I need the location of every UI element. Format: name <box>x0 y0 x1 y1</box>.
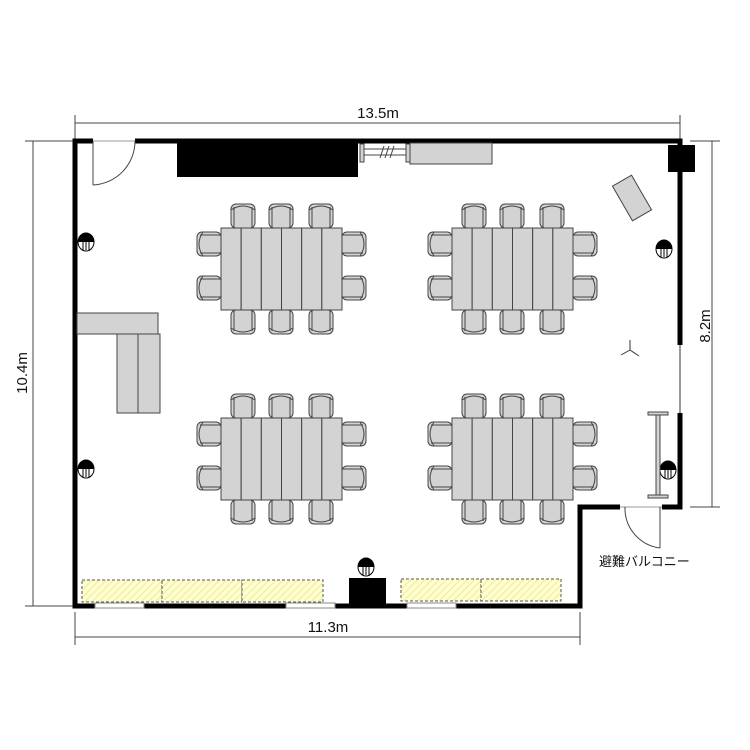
storage-right <box>400 578 562 602</box>
table-cluster <box>427 393 598 525</box>
table <box>451 417 473 501</box>
chair <box>308 499 334 525</box>
dimension-label-top: 13.5m <box>357 105 399 122</box>
fan-icon <box>620 340 640 357</box>
table <box>491 417 514 501</box>
chair <box>230 393 256 419</box>
chair <box>539 309 565 335</box>
chair <box>196 421 222 447</box>
table <box>471 417 493 501</box>
table <box>471 227 493 311</box>
chair <box>427 275 453 301</box>
table <box>552 417 574 501</box>
l-table-top <box>76 312 159 335</box>
chair <box>499 499 525 525</box>
table <box>491 227 514 311</box>
chair <box>341 275 367 301</box>
chair <box>308 309 334 335</box>
chair <box>461 203 487 229</box>
pillar <box>668 145 695 172</box>
chair <box>196 275 222 301</box>
chair <box>341 231 367 257</box>
chair <box>572 231 598 257</box>
outlet-icon <box>77 232 95 252</box>
table <box>532 227 554 311</box>
chair <box>461 393 487 419</box>
table <box>532 417 554 501</box>
dimension-label-bottom: 11.3m <box>308 619 349 636</box>
outlet-icon <box>655 239 673 259</box>
outlet-icon <box>77 459 95 479</box>
pillar-bottom <box>349 578 386 606</box>
chair <box>230 203 256 229</box>
table <box>260 417 283 501</box>
chair <box>268 393 294 419</box>
chair <box>539 203 565 229</box>
windows-bottom <box>94 602 457 609</box>
walls <box>72 138 683 609</box>
storage-left <box>81 579 324 603</box>
chair <box>308 393 334 419</box>
chair <box>427 465 453 491</box>
chair <box>539 393 565 419</box>
dimension-label-right: 8.2m <box>697 309 714 342</box>
chair <box>539 499 565 525</box>
chair <box>196 231 222 257</box>
side-table-top <box>409 142 493 165</box>
chair <box>499 203 525 229</box>
coat-rack <box>647 411 669 499</box>
chair <box>268 309 294 335</box>
outlet-icon <box>659 460 677 480</box>
table <box>220 417 242 501</box>
table <box>260 227 283 311</box>
dimension-top: 13.5m <box>74 105 681 141</box>
table-cluster <box>427 203 598 335</box>
table <box>321 417 343 501</box>
table <box>321 227 343 311</box>
table <box>512 227 534 311</box>
chair <box>572 275 598 301</box>
chair <box>341 465 367 491</box>
table <box>301 417 323 501</box>
chair <box>341 421 367 447</box>
chair <box>268 203 294 229</box>
chair <box>499 309 525 335</box>
door-balcony[interactable] <box>624 506 661 549</box>
table <box>240 417 262 501</box>
dimension-right: 8.2m <box>690 140 720 508</box>
chair <box>268 499 294 525</box>
balcony-label: 避難バルコニー <box>599 554 690 569</box>
table <box>281 227 303 311</box>
outlet-icon <box>357 557 375 577</box>
chair <box>461 309 487 335</box>
chair <box>427 231 453 257</box>
chair <box>196 465 222 491</box>
table <box>512 417 534 501</box>
table <box>552 227 574 311</box>
table-cluster <box>196 393 367 525</box>
chair <box>572 421 598 447</box>
chair <box>572 465 598 491</box>
table <box>451 227 473 311</box>
chair <box>499 393 525 419</box>
chair <box>230 309 256 335</box>
chair <box>461 499 487 525</box>
dimension-bottom: 11.3m <box>74 612 581 645</box>
table <box>301 227 323 311</box>
dimension-label-left: 10.4m <box>14 352 31 394</box>
chair <box>427 421 453 447</box>
podium <box>611 174 653 222</box>
table <box>281 417 303 501</box>
chair <box>230 499 256 525</box>
table <box>220 227 242 311</box>
whiteboard-rail <box>359 143 411 163</box>
chair <box>308 203 334 229</box>
dimension-left: 10.4m <box>14 140 75 607</box>
door-entrance[interactable] <box>92 140 136 186</box>
blackboard-cabinet <box>177 141 358 177</box>
table <box>240 227 262 311</box>
table-cluster <box>196 203 367 335</box>
